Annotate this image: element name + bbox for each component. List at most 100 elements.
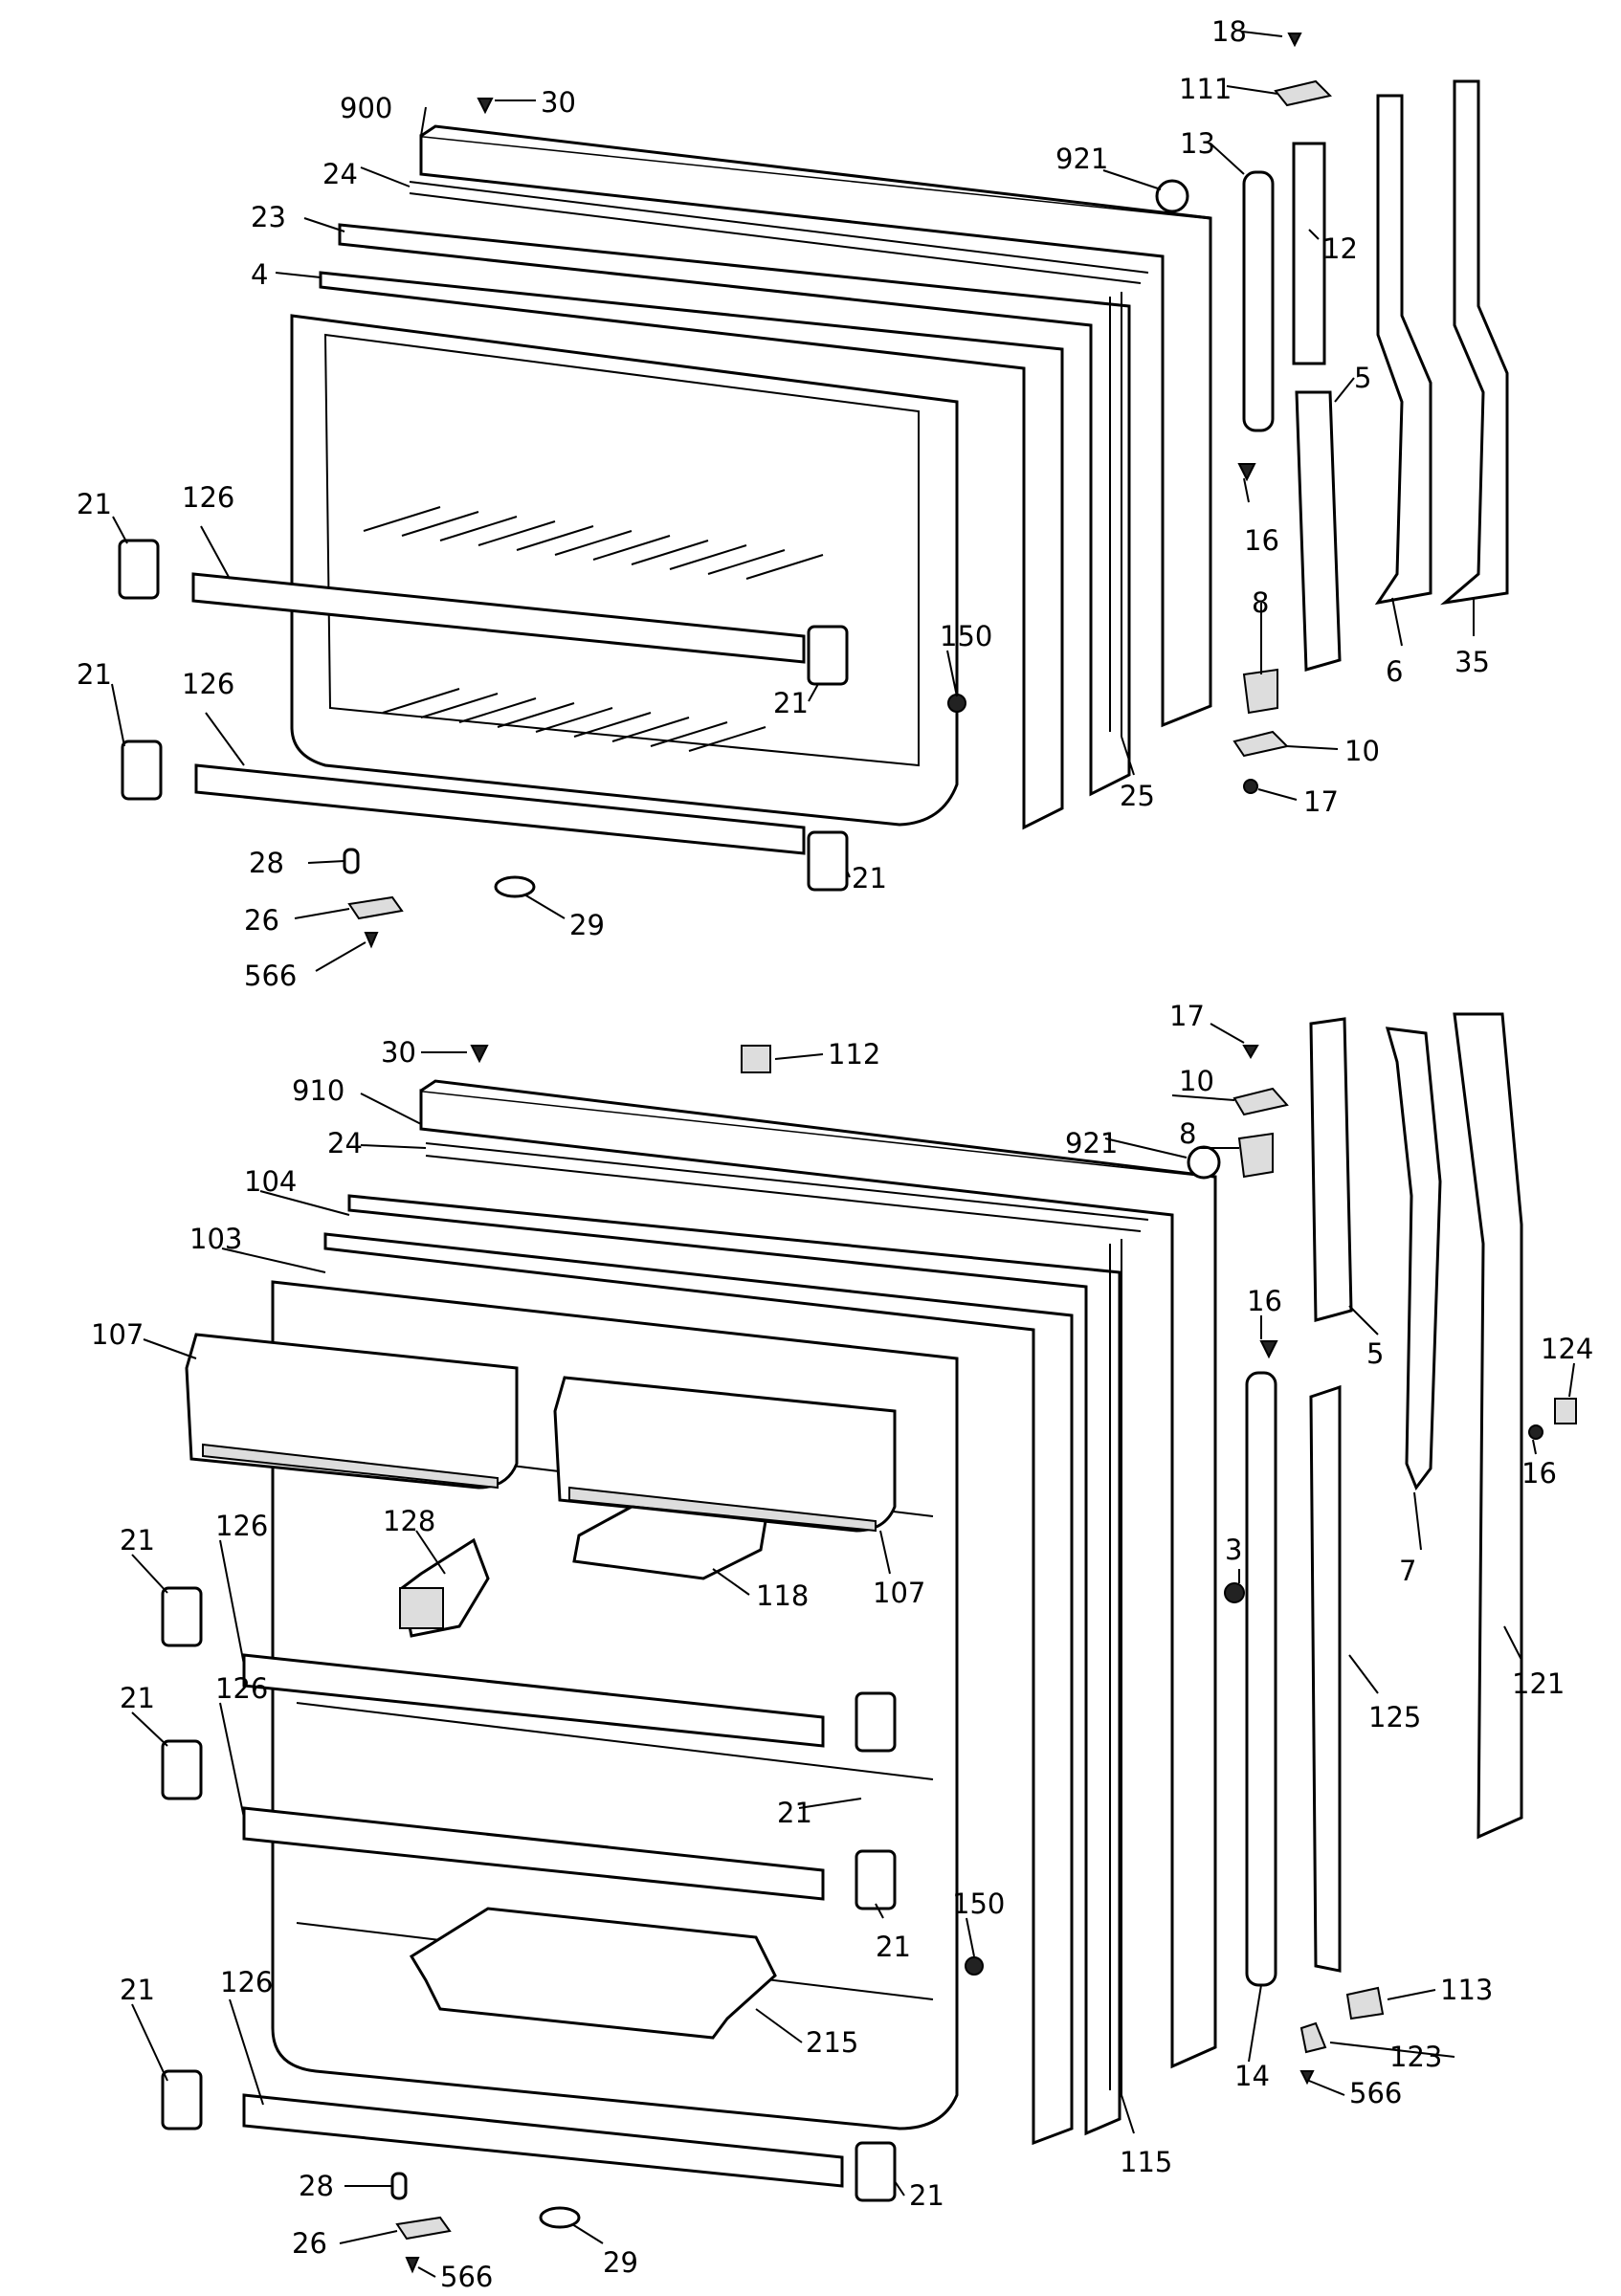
- label-7: 7: [1399, 1555, 1416, 1587]
- screw-16-lower-a: [1259, 1340, 1278, 1359]
- label-113: 113: [1440, 1974, 1493, 2006]
- egg-tray-118: [572, 1505, 767, 1580]
- label-17: 17: [1303, 785, 1339, 818]
- label-126-a: 126: [182, 481, 234, 514]
- fresh-food-door-frame-103: [323, 1232, 1074, 2146]
- screw-566-lower-a: [1299, 2070, 1315, 2086]
- label-29: 29: [569, 909, 605, 941]
- screw-18: [1287, 33, 1302, 48]
- freezer-inner-liner: [290, 314, 959, 827]
- hinge-bracket-5-lower: [1309, 1017, 1353, 1322]
- shelf-end-cap-21-f: [855, 1691, 897, 1753]
- screw-16: [1237, 463, 1256, 482]
- door-seal-strip-115: [1109, 1239, 1122, 2095]
- freezer-leader-lines: [111, 31, 1475, 972]
- label-16: 16: [1244, 524, 1279, 557]
- freezer-gasket-4: [319, 271, 1064, 830]
- shelf-end-cap-21-a: [118, 539, 160, 600]
- label-30-lower: 30: [381, 1036, 416, 1069]
- label-566: 566: [244, 960, 297, 992]
- label-126-lower-a: 126: [215, 1510, 268, 1542]
- label-124: 124: [1541, 1333, 1593, 1365]
- label-26: 26: [244, 904, 279, 937]
- fresh-food-leader-lines: [131, 1023, 1575, 2278]
- label-103: 103: [189, 1223, 242, 1255]
- door-seal-strip-25: [1109, 292, 1122, 737]
- label-112: 112: [828, 1038, 880, 1071]
- label-107-left: 107: [91, 1318, 144, 1351]
- label-35: 35: [1454, 646, 1490, 678]
- stop-pin-28-lower: [390, 2172, 408, 2200]
- label-921: 921: [1055, 143, 1108, 175]
- clip-112: [741, 1045, 771, 1073]
- label-104: 104: [244, 1165, 297, 1198]
- label-21-lower-d: 21: [876, 1931, 911, 1963]
- label-18: 18: [1211, 15, 1247, 48]
- screw-566-lower-b: [405, 2257, 420, 2274]
- door-handle-121: [1453, 1012, 1523, 1840]
- label-126-b: 126: [182, 668, 234, 700]
- roller-3: [1224, 1582, 1245, 1603]
- shelf-end-cap-21-g: [161, 1739, 203, 1800]
- freezer-door-frame: [338, 223, 1131, 797]
- label-107-right: 107: [873, 1577, 925, 1609]
- label-26-lower: 26: [292, 2227, 327, 2260]
- clip-113: [1345, 1986, 1385, 2020]
- hinge-tube-13: [1242, 170, 1275, 432]
- hinge-tube-14: [1245, 1371, 1277, 1987]
- door-handle-7: [1385, 1027, 1442, 1491]
- label-910: 910: [292, 1074, 344, 1107]
- label-8-lower: 8: [1179, 1117, 1196, 1150]
- label-6: 6: [1386, 655, 1403, 688]
- fresh-food-door-frame-104: [347, 1194, 1121, 2136]
- label-10: 10: [1344, 735, 1380, 767]
- label-17-lower: 17: [1169, 1000, 1205, 1032]
- freezer-shelf-bar-upper: [191, 572, 806, 664]
- door-handle-35: [1440, 79, 1509, 606]
- label-29-lower: 29: [603, 2246, 638, 2279]
- label-5-lower: 5: [1366, 1337, 1384, 1370]
- label-566-lower-b: 566: [440, 2261, 493, 2293]
- label-13: 13: [1180, 127, 1215, 160]
- label-566-lower-a: 566: [1349, 2077, 1402, 2109]
- label-14: 14: [1234, 2060, 1270, 2092]
- hinge-bracket-12: [1292, 142, 1326, 365]
- bracket-clip-8-lower: [1237, 1132, 1274, 1179]
- hinge-bracket-5: [1295, 390, 1342, 672]
- label-900: 900: [340, 92, 392, 124]
- label-12: 12: [1322, 232, 1358, 265]
- freezer-shelf-bar-lower: [194, 763, 806, 855]
- screw-17: [1243, 779, 1258, 794]
- hinge-plate-10: [1232, 730, 1289, 758]
- label-10-lower: 10: [1179, 1065, 1214, 1097]
- fresh-food-shelf-bar-3: [242, 2093, 844, 2188]
- label-21-b: 21: [773, 687, 809, 719]
- hinge-pad-26-lower: [395, 2216, 452, 2241]
- label-118: 118: [756, 1579, 809, 1612]
- plug-button-921-lower: [1187, 1145, 1221, 1180]
- label-128: 128: [383, 1505, 435, 1537]
- label-30: 30: [541, 86, 576, 119]
- bracket-123: [1299, 2021, 1327, 2054]
- label-215: 215: [806, 2026, 858, 2059]
- clip-124: [1554, 1398, 1577, 1424]
- screw-16-lower-b: [1528, 1424, 1543, 1440]
- shelf-end-cap-21-e: [161, 1586, 203, 1647]
- screw-566: [364, 932, 379, 949]
- label-8: 8: [1252, 586, 1269, 619]
- fresh-food-gasket-strip: [425, 1142, 1149, 1232]
- door-stop-29: [494, 875, 536, 898]
- door-handle-6: [1374, 94, 1432, 606]
- fresh-food-part-labels: 17 30 112 910 10 921 8 24 104 103 16 124…: [91, 1000, 1593, 2293]
- label-5: 5: [1354, 362, 1371, 394]
- hinge-pad-26: [347, 895, 404, 920]
- hinge-plate-10-lower: [1232, 1087, 1289, 1116]
- hinge-cap-111: [1274, 79, 1332, 107]
- label-16-lower-b: 16: [1521, 1457, 1557, 1490]
- label-23: 23: [251, 201, 286, 233]
- screw-17-lower: [1242, 1045, 1259, 1059]
- label-123: 123: [1389, 2041, 1442, 2073]
- shelf-end-cap-21-b: [807, 625, 849, 686]
- screw-150-lower: [965, 1956, 984, 1976]
- label-125: 125: [1368, 1701, 1421, 1733]
